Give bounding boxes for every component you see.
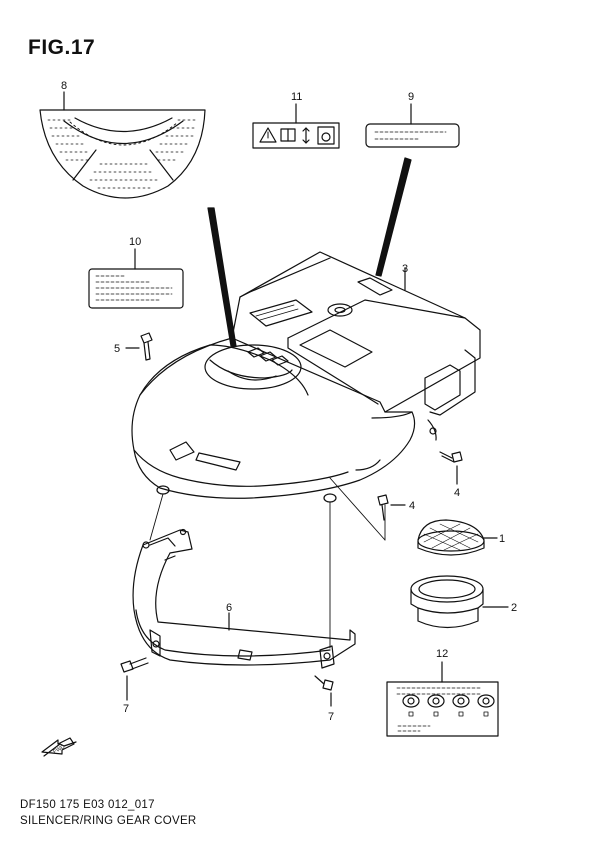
bolt-4-lower [377, 494, 406, 521]
figure-code: DF150 175 E03 012_017 [20, 799, 155, 811]
assembly-lines [149, 477, 386, 649]
callout-2: 2 [511, 602, 517, 614]
bolt-7-right [314, 675, 334, 707]
callout-6: 6 [226, 602, 232, 614]
decal-12 [386, 661, 499, 737]
callout-3: 3 [402, 263, 408, 275]
callout-11: 11 [291, 91, 302, 103]
callout-9: 9 [408, 91, 414, 103]
decal-icon-row [402, 694, 495, 708]
bolt-4-upper [439, 451, 463, 485]
silencer-cover-3 [131, 251, 481, 503]
pointer-wedge [375, 157, 412, 277]
callout-1: 1 [499, 533, 505, 545]
up-down-arrow-icon [302, 127, 310, 144]
bolt-5 [125, 332, 153, 361]
warning-triangle-icon [259, 127, 277, 143]
silencer-cap-1 [417, 519, 498, 556]
bolt-7-left [120, 657, 149, 701]
decal-8 [39, 91, 206, 199]
decal-10 [88, 248, 184, 309]
callout-10: 10 [129, 236, 141, 248]
decal-11 [252, 103, 340, 149]
fwd-label: FWD [52, 744, 66, 755]
fwd-arrow-icon: FWD [41, 737, 77, 757]
callout-7-left: 7 [123, 703, 129, 715]
ring-gear-cover-6 [132, 528, 356, 669]
callout-8: 8 [61, 80, 67, 92]
decal-9 [365, 103, 460, 148]
callout-5: 5 [114, 343, 120, 355]
callout-7-right: 7 [328, 711, 334, 723]
callout-4-lower: 4 [409, 500, 415, 512]
pointer-wedge [207, 207, 237, 347]
callout-4-upper: 4 [454, 487, 460, 499]
rotation-icon [317, 126, 335, 145]
figure-caption: SILENCER/RING GEAR COVER [20, 815, 197, 827]
figure-title: FIG.17 [28, 36, 96, 59]
seal-ring-2 [410, 575, 509, 629]
callout-12: 12 [436, 648, 448, 660]
